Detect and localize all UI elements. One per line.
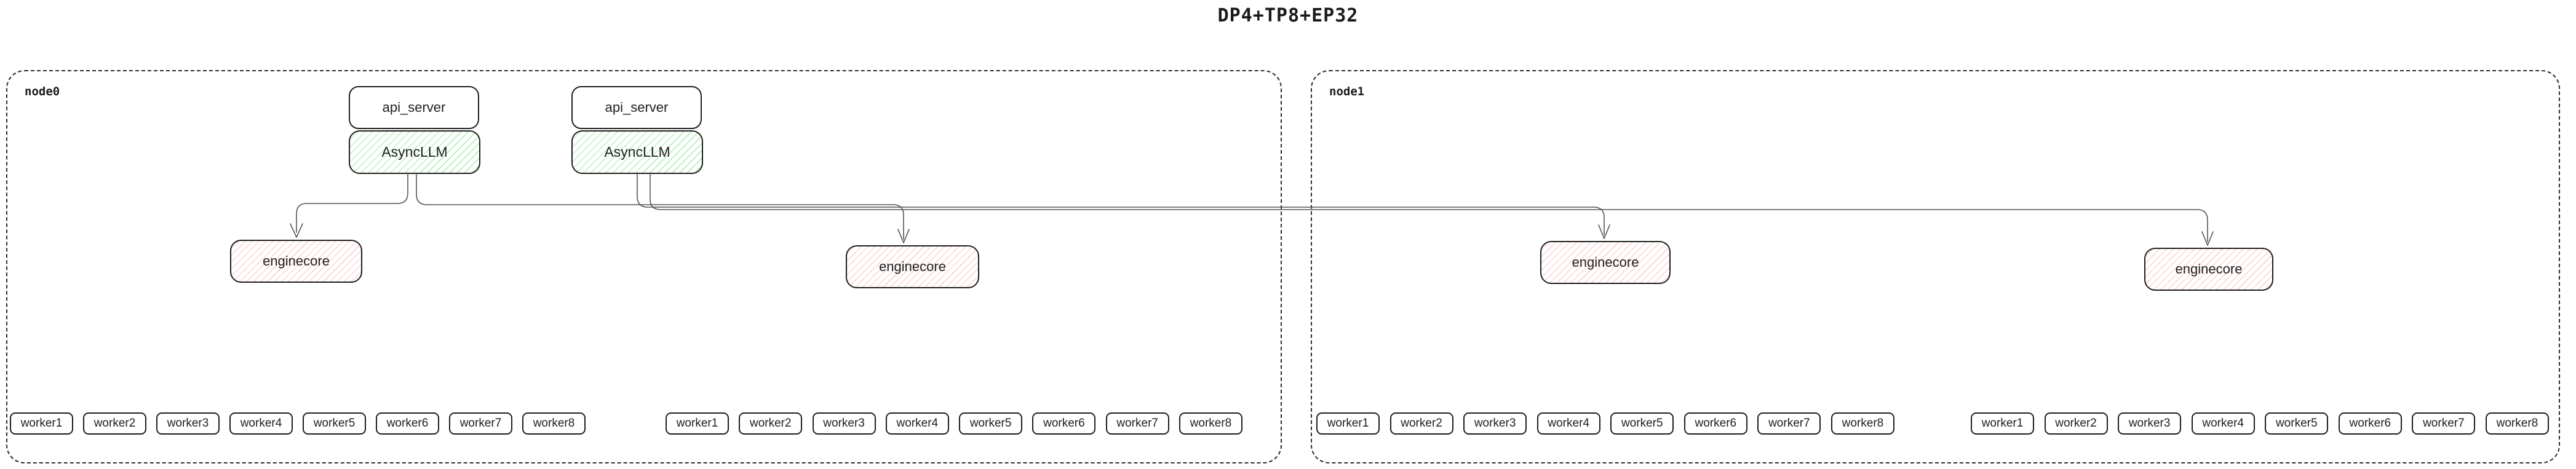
worker-box: worker1 xyxy=(666,412,729,435)
worker-box: worker3 xyxy=(156,412,220,435)
worker-box: worker7 xyxy=(449,412,512,435)
worker-box: worker8 xyxy=(2485,412,2549,435)
worker-box: worker5 xyxy=(959,412,1023,435)
worker-box: worker1 xyxy=(1316,412,1380,435)
worker-box: worker8 xyxy=(522,412,586,435)
enginecore-box-3: enginecore xyxy=(1540,241,1671,284)
worker-box: worker1 xyxy=(1971,412,2034,435)
worker-group-2: worker1 worker2 worker3 worker4 worker5 worke… xyxy=(666,412,1242,435)
worker-box: worker3 xyxy=(2118,412,2182,435)
api-server-box-1: api_server xyxy=(349,86,479,129)
node0-label: node0 xyxy=(25,85,60,98)
worker-box: worker4 xyxy=(885,412,949,435)
enginecore-label: enginecore xyxy=(1572,254,1639,270)
api-server-label: api_server xyxy=(382,100,446,115)
worker-box: worker7 xyxy=(2412,412,2476,435)
worker-box: worker3 xyxy=(1463,412,1527,435)
asyncllm-box-1: AsyncLLM xyxy=(349,130,480,174)
api-server-box-2: api_server xyxy=(571,86,702,129)
worker-box: worker4 xyxy=(2191,412,2255,435)
worker-box: worker4 xyxy=(1536,412,1600,435)
asyncllm-label: AsyncLLM xyxy=(604,144,670,160)
worker-box: worker2 xyxy=(1389,412,1453,435)
worker-box: worker6 xyxy=(376,412,439,435)
worker-box: worker8 xyxy=(1179,412,1242,435)
worker-group-4: worker1 worker2 worker3 worker4 worker5 worke… xyxy=(1971,412,2549,435)
worker-box: worker7 xyxy=(1757,412,1821,435)
worker-box: worker6 xyxy=(1684,412,1747,435)
worker-box: worker4 xyxy=(229,412,293,435)
worker-box: worker2 xyxy=(739,412,803,435)
worker-box: worker7 xyxy=(1105,412,1169,435)
enginecore-label: enginecore xyxy=(879,259,946,274)
worker-group-3: worker1 worker2 worker3 worker4 worker5 worke… xyxy=(1316,412,1894,435)
node0-container: node0 api_server AsyncLLM api_server Asy… xyxy=(6,70,1282,463)
api-server-label: api_server xyxy=(605,100,669,115)
asyncllm-label: AsyncLLM xyxy=(381,144,448,160)
worker-box: worker3 xyxy=(812,412,876,435)
node1-label: node1 xyxy=(1329,85,1365,98)
enginecore-label: enginecore xyxy=(2175,261,2243,277)
enginecore-box-1: enginecore xyxy=(230,240,362,283)
worker-box: worker1 xyxy=(10,412,73,435)
enginecore-box-4: enginecore xyxy=(2144,248,2273,291)
worker-box: worker6 xyxy=(1032,412,1096,435)
asyncllm-box-2: AsyncLLM xyxy=(571,130,703,174)
worker-box: worker5 xyxy=(2265,412,2329,435)
worker-box: worker6 xyxy=(2338,412,2402,435)
worker-box: worker5 xyxy=(303,412,366,435)
worker-box: worker8 xyxy=(1831,412,1894,435)
worker-box: worker2 xyxy=(2044,412,2108,435)
worker-box: worker2 xyxy=(83,412,146,435)
enginecore-label: enginecore xyxy=(263,253,330,269)
enginecore-box-2: enginecore xyxy=(846,245,979,288)
worker-box: worker5 xyxy=(1610,412,1674,435)
worker-group-1: worker1 worker2 worker3 worker4 worker5 worke… xyxy=(10,412,586,435)
diagram-title: DP4+TP8+EP32 xyxy=(1217,5,1359,26)
